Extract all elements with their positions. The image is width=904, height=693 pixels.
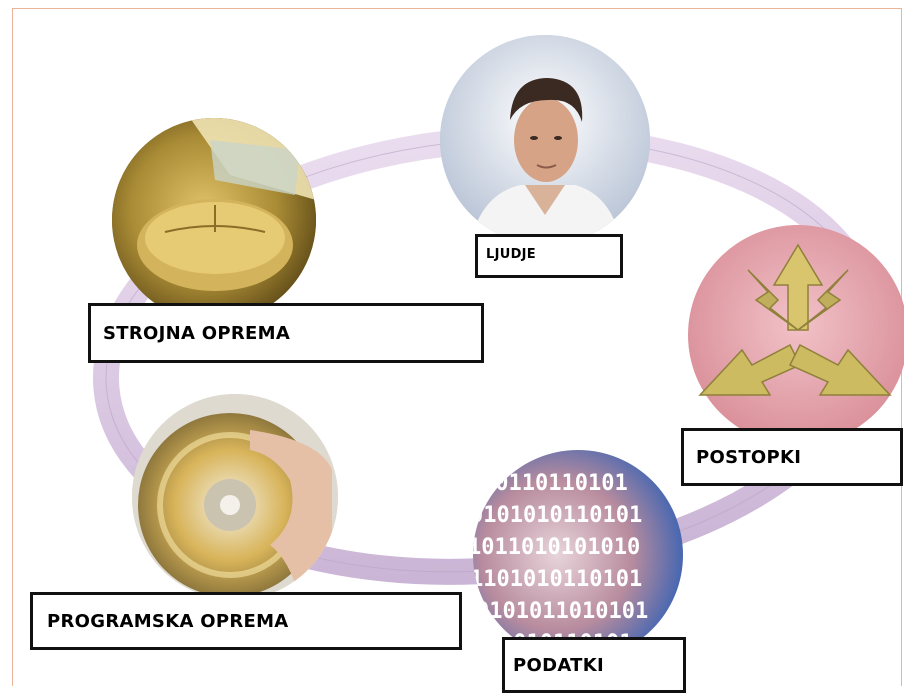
person-photo-icon <box>440 35 650 245</box>
binary-row: 1101010110101 <box>470 567 642 592</box>
binary-row: 10110110101 <box>482 471 628 496</box>
label-procedures: POSTOPKI <box>681 428 903 486</box>
binary-row: 1011010101010 <box>468 535 640 560</box>
binary-code-icon: 10110110101 0101010110101 1011010101010 … <box>468 450 683 660</box>
three-arrows-icon <box>688 225 904 445</box>
label-software: PROGRAMSKA OPREMA <box>30 592 462 650</box>
label-people: LJUDJE <box>475 234 623 278</box>
cd-disc-icon <box>132 394 338 600</box>
label-hardware: STROJNA OPREMA <box>88 303 484 363</box>
computer-mouse-icon <box>112 118 316 322</box>
label-data: PODATKI <box>502 637 686 693</box>
binary-row: 0101010110101 <box>470 503 642 528</box>
binary-row: 0101011010101 <box>476 599 648 624</box>
